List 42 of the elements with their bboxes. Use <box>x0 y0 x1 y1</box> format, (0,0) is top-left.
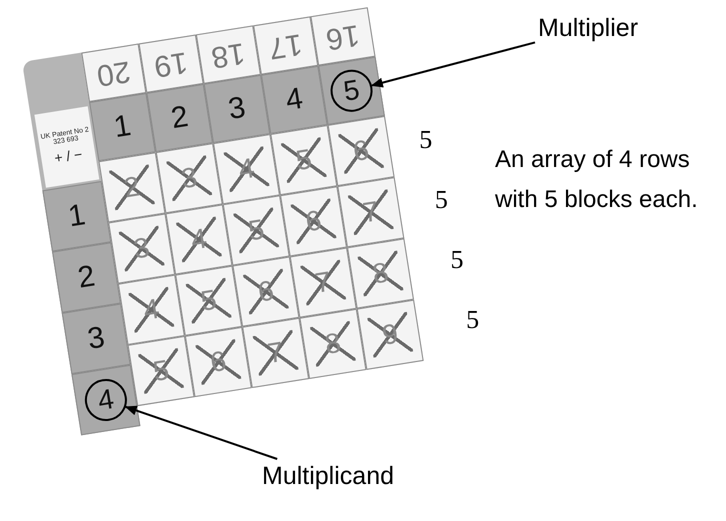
crossed-out-number: 5 <box>280 137 327 183</box>
crossed-out-number: 7 <box>348 189 394 236</box>
crossed-out-number: 5 <box>186 278 232 324</box>
upside-down-number: 17 <box>266 28 304 63</box>
crossed-out-number: 8 <box>310 320 356 367</box>
leader-arrow <box>370 42 536 88</box>
number: 4 <box>284 84 305 116</box>
crossed-out-number: 9 <box>367 312 414 358</box>
leader-arrow <box>124 406 278 460</box>
number: 5 <box>434 184 448 215</box>
number: 3 <box>226 92 248 126</box>
number: 5 <box>466 305 480 336</box>
number: 1 <box>66 200 88 232</box>
crossed-out-number: 5 <box>138 348 184 394</box>
crossed-out-number: 7 <box>300 260 346 306</box>
callout-label: Multiplier <box>538 14 638 43</box>
crossed-out-number: 7 <box>252 330 299 376</box>
crossed-out-number: 4 <box>224 146 270 192</box>
upside-down-number: 18 <box>210 37 248 72</box>
number: 5 <box>450 245 464 276</box>
crossed-out-number: 3 <box>118 226 165 272</box>
crossed-out-number: 3 <box>166 155 212 202</box>
plate-text: + / − <box>53 146 84 166</box>
upside-down-number: 16 <box>324 19 362 54</box>
number: 5 <box>419 124 432 155</box>
callout-label: Multiplicand <box>262 462 394 491</box>
crossed-out-number: 4 <box>128 286 174 333</box>
upside-down-number: 20 <box>94 55 133 90</box>
crossed-out-number: 6 <box>195 339 242 385</box>
crossed-out-number: 4 <box>176 216 222 262</box>
crossed-out-number: 8 <box>358 250 404 296</box>
number: 2 <box>169 102 190 134</box>
crossed-out-number: 6 <box>290 198 336 244</box>
number: 2 <box>76 261 98 294</box>
crossed-out-number: 6 <box>243 268 289 315</box>
description-text: An array of 4 rows with 5 blocks each. <box>495 145 699 215</box>
number: 1 <box>112 110 133 144</box>
crossed-out-number: 5 <box>233 208 280 254</box>
crossed-out-number: 6 <box>338 128 384 174</box>
number: 3 <box>86 322 107 355</box>
crossed-out-number: 2 <box>109 164 155 210</box>
upside-down-number: 19 <box>152 46 190 82</box>
